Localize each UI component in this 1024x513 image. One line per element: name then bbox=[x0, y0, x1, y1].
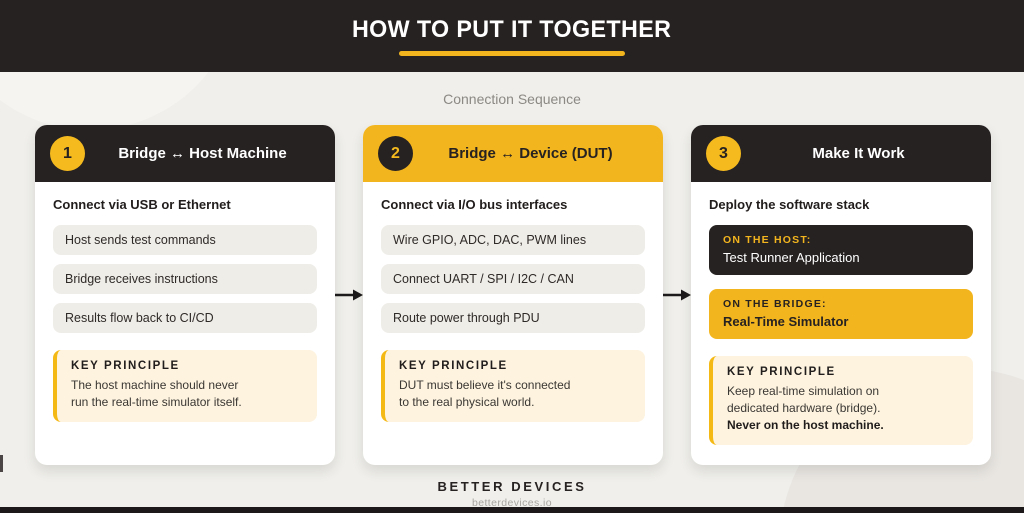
key-principle-label: KEY PRINCIPLE bbox=[727, 366, 836, 378]
step-lead: Connect via I/O bus interfaces bbox=[381, 197, 568, 212]
stack-label: ON THE BRIDGE: bbox=[723, 298, 827, 310]
section-subtitle: Connection Sequence bbox=[443, 91, 581, 107]
step-number-badge: 2 bbox=[378, 136, 413, 171]
step-lead: Connect via USB or Ethernet bbox=[53, 197, 231, 212]
title-banner: HOW TO PUT IT TOGETHER bbox=[0, 0, 1024, 72]
step-number-badge: 3 bbox=[706, 136, 741, 171]
list-item: Host sends test commands bbox=[53, 225, 317, 255]
key-principle-text: to the real physical world. bbox=[399, 395, 535, 410]
stack-value: Test Runner Application bbox=[723, 250, 860, 265]
right-arrow-icon bbox=[335, 289, 363, 301]
step-3-body: Deploy the software stack ON THE HOST: T… bbox=[691, 182, 991, 459]
step-card-1: 1 Bridge ↔ Host Machine Connect via USB … bbox=[35, 125, 335, 465]
key-principle-callout: KEY PRINCIPLE DUT must believe it's conn… bbox=[381, 350, 645, 423]
stack-value: Real-Time Simulator bbox=[723, 314, 849, 329]
step-number-badge: 1 bbox=[50, 136, 85, 171]
right-arrow-icon bbox=[663, 289, 691, 301]
step-1-body: Connect via USB or Ethernet Host sends t… bbox=[35, 182, 335, 436]
key-principle-label: KEY PRINCIPLE bbox=[399, 360, 508, 372]
list-item: Bridge receives instructions bbox=[53, 264, 317, 294]
step-card-2: 2 Bridge ↔ Device (DUT) Connect via I/O … bbox=[363, 125, 663, 465]
key-principle-text: run the real-time simulator itself. bbox=[71, 395, 242, 410]
title-underline bbox=[399, 51, 625, 56]
step-lead: Deploy the software stack bbox=[709, 197, 870, 212]
list-item: Wire GPIO, ADC, DAC, PWM lines bbox=[381, 225, 645, 255]
stack-label: ON THE HOST: bbox=[723, 234, 812, 246]
key-principle-text: The host machine should never bbox=[71, 378, 239, 392]
list-item: Route power through PDU bbox=[381, 303, 645, 333]
host-stack-box: ON THE HOST: Test Runner Application bbox=[709, 225, 973, 275]
bottom-bar bbox=[0, 507, 1024, 513]
steps-row: 1 Bridge ↔ Host Machine Connect via USB … bbox=[35, 125, 991, 465]
list-item: Results flow back to CI/CD bbox=[53, 303, 317, 333]
bridge-stack-box: ON THE BRIDGE: Real-Time Simulator bbox=[709, 289, 973, 339]
footer: BETTER DEVICES betterdevices.io bbox=[0, 479, 1024, 509]
flow-arrow-2 bbox=[663, 125, 691, 465]
flow-arrow-1 bbox=[335, 125, 363, 465]
list-item: Connect UART / SPI / I2C / CAN bbox=[381, 264, 645, 294]
key-principle-callout: KEY PRINCIPLE Keep real-time simulation … bbox=[709, 356, 973, 446]
key-principle-text: DUT must believe it's connected bbox=[399, 378, 571, 392]
brand-url: betterdevices.io bbox=[472, 497, 552, 509]
step-title: Make It Work bbox=[812, 145, 905, 162]
key-principle-callout: KEY PRINCIPLE The host machine should ne… bbox=[53, 350, 317, 423]
step-3-header: 3 Make It Work bbox=[691, 125, 991, 182]
key-principle-text: Keep real-time simulation on bbox=[727, 384, 880, 398]
step-2-header: 2 Bridge ↔ Device (DUT) bbox=[363, 125, 663, 182]
brand-name: BETTER DEVICES bbox=[437, 479, 587, 494]
background-shape-left-edge bbox=[0, 455, 3, 472]
step-title: Bridge ↔ Device (DUT) bbox=[448, 145, 613, 162]
key-principle-text: dedicated hardware (bridge). bbox=[727, 401, 881, 416]
step-title: Bridge ↔ Host Machine bbox=[118, 145, 287, 162]
step-2-body: Connect via I/O bus interfaces Wire GPIO… bbox=[363, 182, 663, 436]
page-title: HOW TO PUT IT TOGETHER bbox=[352, 16, 672, 43]
step-1-header: 1 Bridge ↔ Host Machine bbox=[35, 125, 335, 182]
key-principle-label: KEY PRINCIPLE bbox=[71, 360, 180, 372]
step-card-3: 3 Make It Work Deploy the software stack… bbox=[691, 125, 991, 465]
key-principle-text-emphasis: Never on the host machine. bbox=[727, 418, 884, 433]
